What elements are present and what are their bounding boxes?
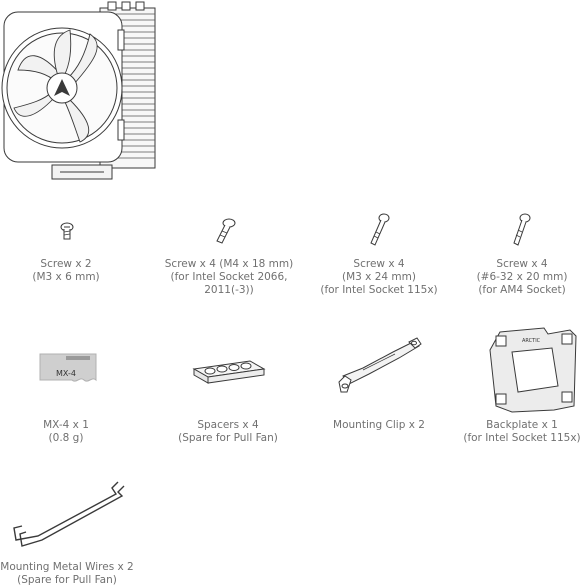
mounting-wires-icon	[8, 474, 132, 554]
screw-m3x24-icon	[367, 213, 391, 247]
screw-m3x6-icon	[58, 221, 76, 243]
screw-6-32x20-icon	[510, 213, 534, 247]
caption-mounting-wires: Mounting Metal Wires x 2 (Spare for Pull…	[0, 561, 134, 586]
backplate-icon: ARCTIC	[482, 326, 581, 414]
thermal-paste-icon: MX-4	[36, 352, 100, 386]
cpu-cooler-illustration	[0, 0, 165, 192]
mounting-clip-icon	[333, 336, 423, 396]
caption-screw-m3x6: Screw x 2 (M3 x 6 mm)	[32, 258, 100, 283]
caption-mounting-clip: Mounting Clip x 2	[333, 419, 425, 431]
caption-screw-m3x24: Screw x 4 (M3 x 24 mm) (for Intel Socket…	[320, 258, 438, 296]
caption-spacers: Spacers x 4 (Spare for Pull Fan)	[178, 419, 278, 444]
caption-screw-6-32: Screw x 4 (#6-32 x 20 mm) (for AM4 Socke…	[476, 258, 568, 296]
backplate-label: ARCTIC	[522, 338, 541, 344]
caption-mx4: MX-4 x 1 (0.8 g)	[43, 419, 89, 444]
caption-screw-m4x18: Screw x 4 (M4 x 18 mm) (for Intel Socket…	[164, 258, 294, 296]
spacers-icon	[190, 359, 268, 385]
caption-backplate: Backplate x 1 (for Intel Socket 115x)	[463, 419, 581, 444]
screw-m4x18-icon	[213, 218, 237, 246]
paste-label: MX-4	[56, 369, 76, 378]
